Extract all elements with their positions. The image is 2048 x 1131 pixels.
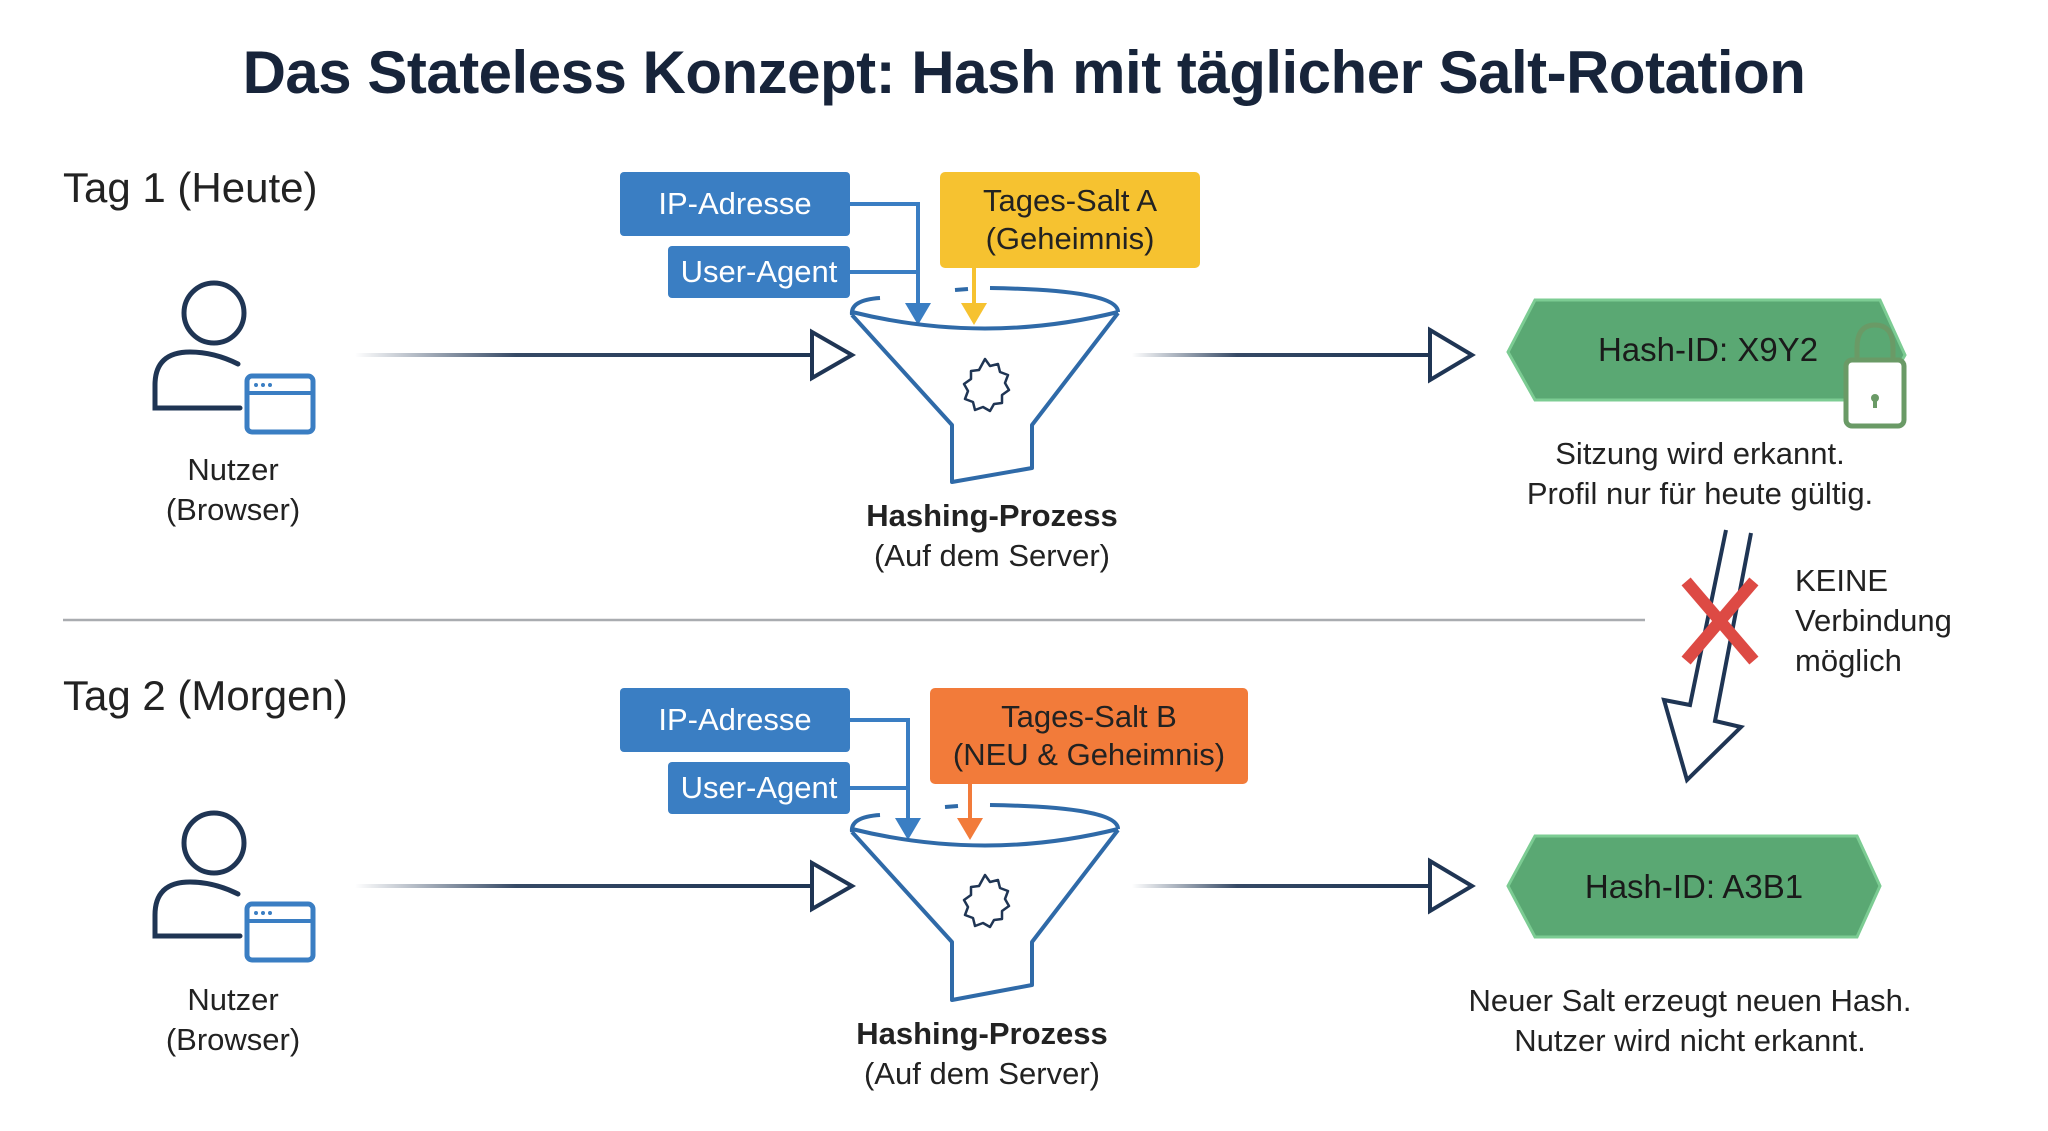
input-user-agent: User-Agent: [668, 762, 850, 814]
user-label-line2: (Browser): [165, 1022, 301, 1057]
process-title: Hashing-Prozess: [856, 1016, 1108, 1051]
no-connection-line1: KEINE: [1795, 563, 1889, 598]
hash-id-day2: Hash-ID: A3B1: [1584, 867, 1804, 905]
lock-icon: [1843, 322, 1907, 429]
process-subtitle: (Auf dem Server): [873, 538, 1110, 573]
salt-name: Tages-Salt A: [982, 183, 1158, 218]
salt-name: Tages-Salt B: [1001, 699, 1177, 734]
no-connection-label: KEINE Verbindung möglich: [1795, 561, 1952, 681]
flow-arrow-user-to-process: [355, 328, 857, 382]
funnel-gear-icon: [849, 803, 1120, 1002]
user-label-line1: Nutzer: [187, 452, 279, 487]
salt-note: (Geheimnis): [985, 221, 1155, 256]
flow-arrow-user-to-process: [355, 859, 857, 913]
user-label: Nutzer (Browser): [113, 980, 353, 1060]
result-line1: Neuer Salt erzeugt neuen Hash.: [1468, 983, 1912, 1018]
no-connection-line2: Verbindung: [1795, 603, 1952, 638]
day1-label: Tag 1 (Heute): [63, 164, 318, 211]
day2-label: Tag 2 (Morgen): [63, 672, 348, 719]
funnel-gear-icon: [849, 286, 1120, 484]
input-ip-address: IP-Adresse: [620, 688, 850, 752]
input-connectors: [850, 718, 983, 840]
hash-id-day1: Hash-ID: X9Y2: [1597, 331, 1819, 368]
input-user-agent: User-Agent: [668, 246, 850, 298]
input-ip-address: IP-Adresse: [620, 172, 850, 236]
result-description-day1: Sitzung wird erkannt. Profil nur für heu…: [1440, 434, 1960, 514]
input-connectors: [850, 202, 987, 325]
user-label-line1: Nutzer: [187, 982, 279, 1017]
flow-arrow-process-to-hash: [1132, 326, 1476, 384]
result-line2: Nutzer wird nicht erkannt.: [1514, 1023, 1866, 1058]
process-subtitle: (Auf dem Server): [863, 1056, 1100, 1091]
salt-note: (NEU & Geheimnis): [952, 737, 1226, 772]
red-cross-icon: [1681, 577, 1759, 665]
no-connection-arrow: [1661, 529, 1753, 784]
salt-box-day2: Tages-Salt B (NEU & Geheimnis): [930, 688, 1248, 784]
process-title: Hashing-Prozess: [866, 498, 1118, 533]
user-browser-icon: [152, 280, 316, 435]
page-title: Das Stateless Konzept: Hash mit tägliche…: [242, 39, 1806, 106]
process-label: Hashing-Prozess (Auf dem Server): [802, 1014, 1162, 1094]
user-label: Nutzer (Browser): [113, 450, 353, 530]
result-line2: Profil nur für heute gültig.: [1526, 476, 1874, 511]
flow-arrow-process-to-hash: [1132, 857, 1476, 915]
no-connection-line3: möglich: [1795, 643, 1902, 678]
result-description-day2: Neuer Salt erzeugt neuen Hash. Nutzer wi…: [1430, 981, 1950, 1061]
process-label: Hashing-Prozess (Auf dem Server): [812, 496, 1172, 576]
salt-box-day1: Tages-Salt A (Geheimnis): [940, 172, 1200, 268]
result-line1: Sitzung wird erkannt.: [1555, 436, 1845, 471]
user-browser-icon: [152, 810, 316, 963]
user-label-line2: (Browser): [165, 492, 301, 527]
hash-badge-day2: [1506, 834, 1882, 939]
